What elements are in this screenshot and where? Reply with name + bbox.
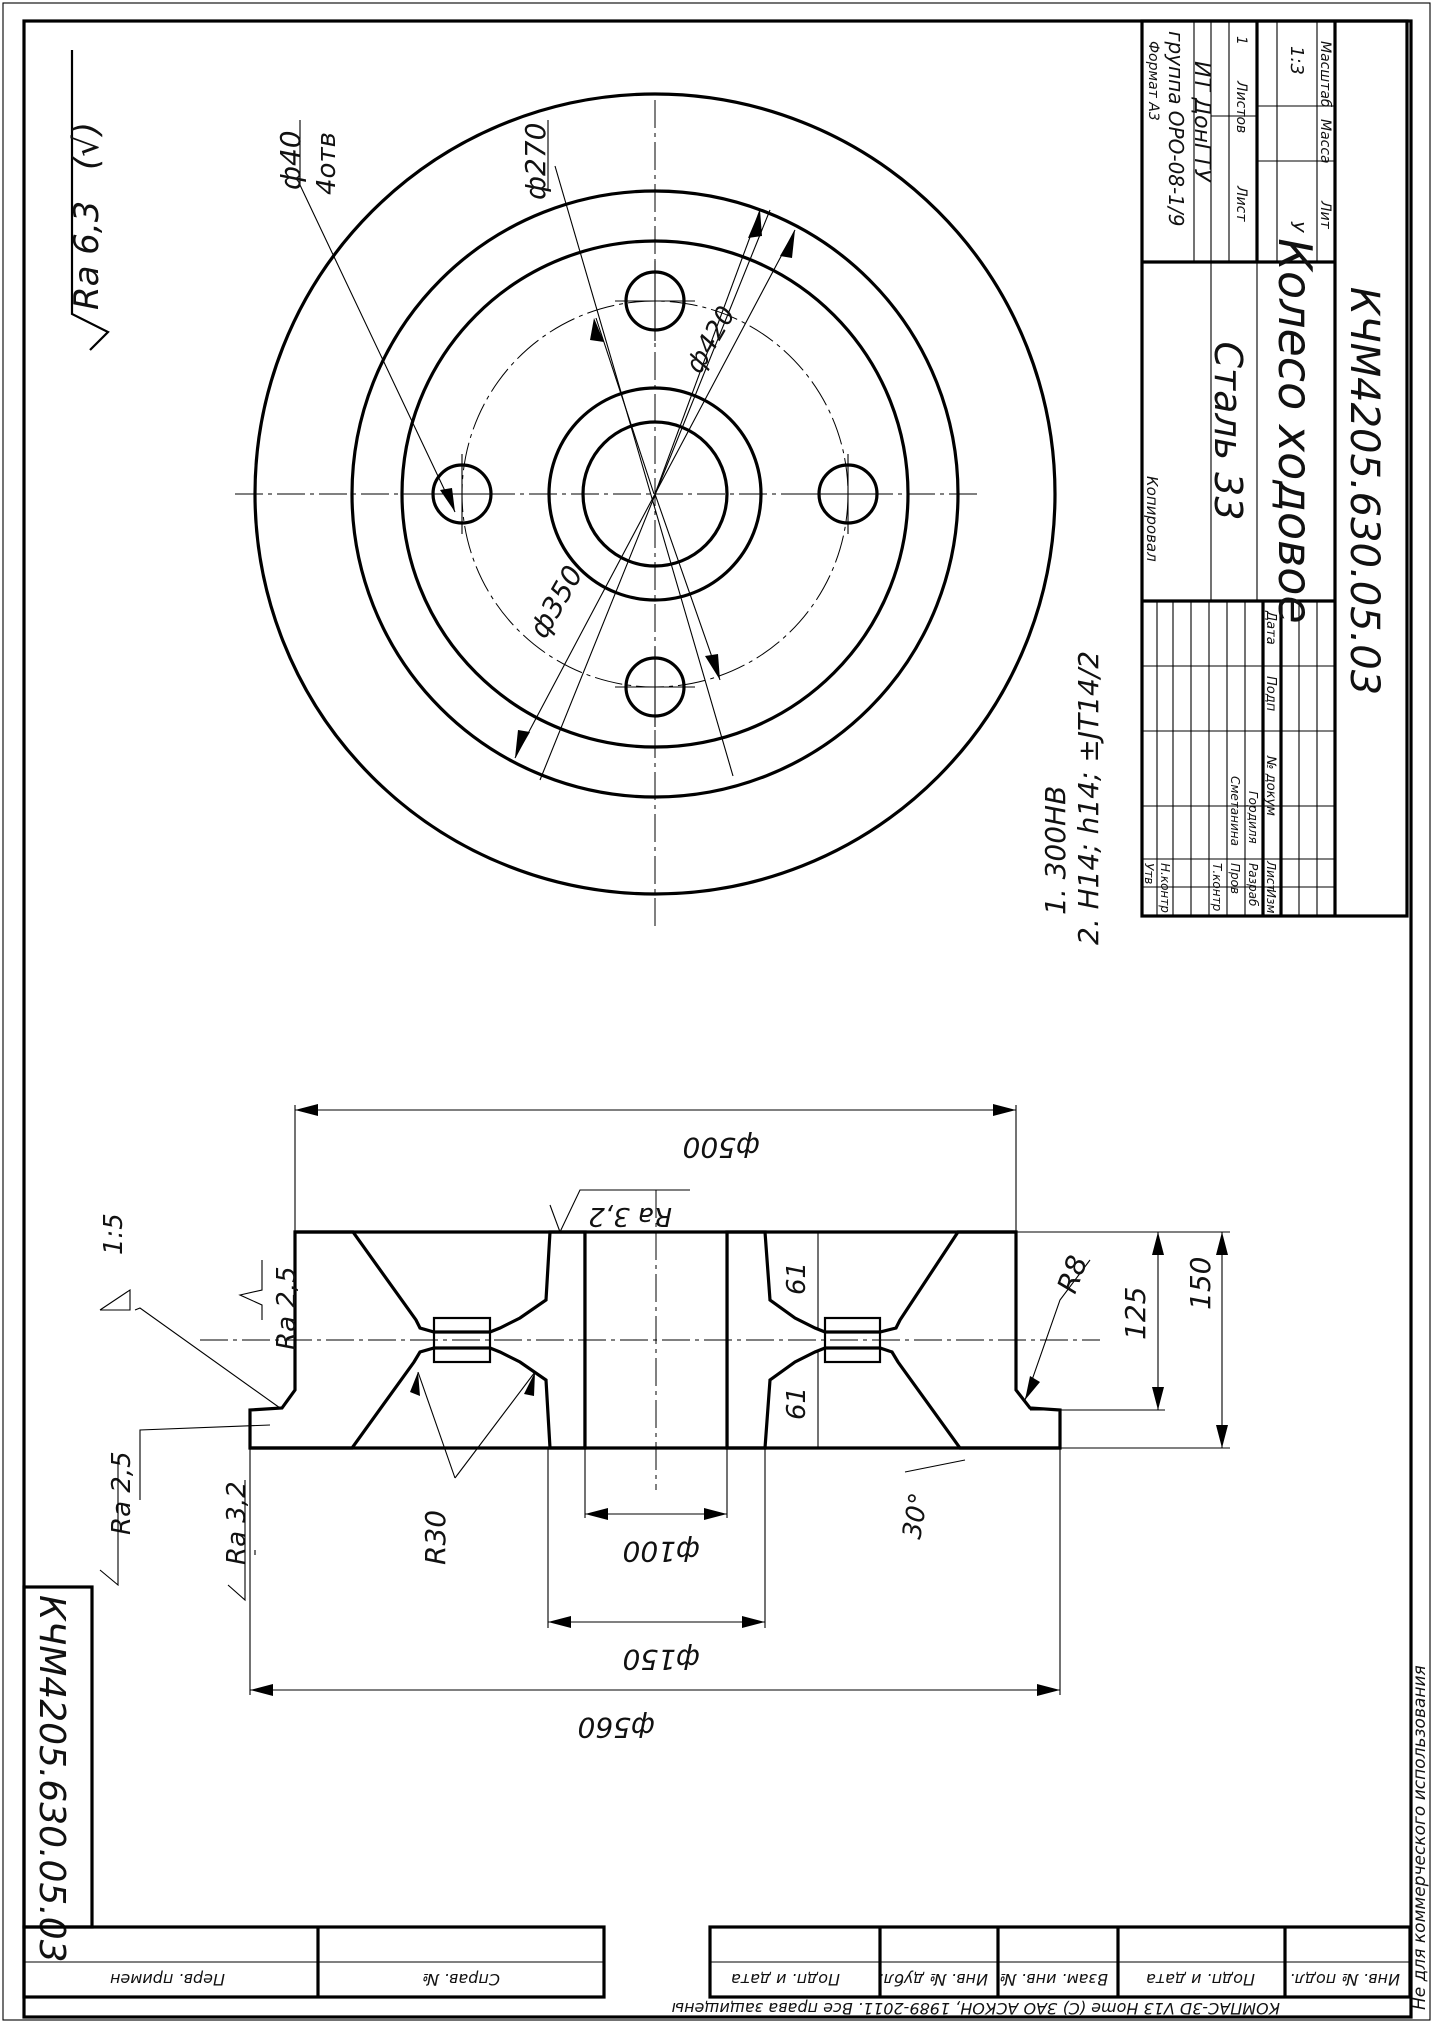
tb-org-1: ИТ ДонГТУ (1189, 61, 1214, 184)
strip-podp-data-2: Подп. и дата (1146, 1970, 1255, 1989)
footer-noncommercial: Не для коммерческого использования (1410, 1665, 1430, 2010)
tb-col-doc: № докум (1263, 755, 1278, 816)
strip-inv-podl: Инв. № подл. (1290, 1970, 1400, 1989)
dim-holes-count: 4отв (312, 132, 342, 195)
tb-org-2: группа ОРО-08-1/9 (1164, 31, 1188, 226)
tb-sheet-label: Лист (1233, 185, 1249, 222)
strip-inv-dubl: Инв. № дубл. (879, 1970, 988, 1989)
tb-sheets-label: Листов (1233, 80, 1249, 133)
ra25-upper: Ra 2,5 (272, 1266, 302, 1350)
dim-w61-top: 61 (782, 1262, 812, 1295)
strip-perv-primen: Перв. примен (110, 1970, 225, 1989)
tb-part-name: Колесо ходовое (1268, 238, 1322, 623)
tb-col-izm: Изм (1264, 889, 1278, 913)
dim-d420: ф420 (680, 301, 742, 378)
tb-sheets-value: 1 (1233, 36, 1249, 45)
bottom-strip: Перв. примен Справ. № Подп. и дата Инв. … (22, 1925, 1412, 1999)
tb-head-scale: Масштаб (1317, 41, 1333, 108)
technical-notes: 1. 300HB 2. H14; h14; ±JT14/2 (1039, 651, 1105, 945)
circle-hub (547, 386, 763, 602)
tb-scale-value: 1:3 (1286, 46, 1307, 75)
circle-rim-outer (253, 92, 1057, 896)
strip-podp-data-1: Подп. и дата (731, 1970, 840, 1989)
general-roughness: Ra 6,3 (√) (67, 50, 110, 351)
tb-role-nkontr: Н.контр (1158, 863, 1172, 913)
circle-bore (581, 420, 729, 568)
front-view: ф40 4отв ф270 ф420 ф350 (235, 92, 1057, 930)
tb-col-date: Дата (1263, 610, 1278, 645)
dim-r30: R30 (419, 1510, 452, 1565)
tb-material: Сталь 33 (1206, 341, 1250, 520)
chamfer-ratio: 1:5 (99, 1213, 129, 1255)
tb-col-sign: Подп (1263, 676, 1278, 712)
designation-stamp: КЧМ4205.630.05.03 (22, 1585, 94, 1963)
tb-role-prov: Пров (1228, 863, 1242, 894)
dim-w61-bottom: 61 (782, 1387, 812, 1420)
section-view: ф500 ф100 ф150 ф560 125 150 61 61 R8 R30… (99, 1104, 1230, 1744)
section-half-right (725, 1230, 1062, 1450)
note-hardness: 1. 300HB (1039, 786, 1072, 915)
dim-d350: ф350 (522, 560, 589, 644)
footer-copyright: КОМПАС-3D V13 Home (С) ЗАО АСКОН, 1989-2… (671, 1999, 1280, 2018)
dim-d100: ф100 (623, 1535, 700, 1568)
circle-web (400, 239, 910, 749)
tb-designation: КЧМ4205.630.05.03 (1341, 287, 1387, 695)
dim-d560: ф560 (578, 1711, 655, 1744)
roughness-paren: (√) (67, 122, 107, 170)
circle-tread (350, 189, 960, 799)
dim-h150: 150 (1184, 1257, 1217, 1310)
dim-d270: ф270 (519, 123, 552, 200)
tb-lit-value: У (1286, 221, 1307, 233)
strip-vzam-inv: Взам. инв. № (999, 1970, 1108, 1989)
ra32-top: Ra 3,2 (588, 1201, 672, 1231)
roughness-label: Ra 6,3 (67, 201, 107, 310)
tb-kopiroval: Копировал (1143, 476, 1161, 562)
title-block: КЧМ4205.630.05.03 Колесо ходовое Сталь 3… (1140, 19, 1409, 918)
note-tolerances: 2. H14; h14; ±JT14/2 (1072, 651, 1105, 945)
stamp-designation: КЧМ4205.630.05.03 (31, 1595, 72, 1963)
dim-holes-diameter: ф40 (274, 130, 307, 190)
dim-d150: ф150 (623, 1643, 700, 1676)
dim-r8: R8 (1051, 1251, 1095, 1297)
tb-person-razrab: Гордиля (1246, 791, 1260, 844)
ra32-left: Ra 3,2 (222, 1481, 252, 1565)
tb-format: Формат А3 (1145, 41, 1161, 121)
dim-d500: ф500 (683, 1131, 760, 1164)
tb-head-lit: Лит (1317, 200, 1333, 230)
tb-role-tkontr: Т.контр (1210, 863, 1224, 912)
ra25-lower: Ra 2,5 (107, 1451, 137, 1535)
tb-head-mass: Масса (1317, 119, 1333, 164)
tb-person-prov: Сметанина (1228, 776, 1242, 846)
dim-h125: 125 (1119, 1287, 1152, 1340)
dim-angle-30: 30° (897, 1491, 935, 1542)
tb-col-list: Лист (1264, 860, 1278, 892)
tb-role-razrab: Разраб (1246, 863, 1260, 907)
tb-role-utv: Утв (1142, 863, 1156, 884)
strip-sprav-no: Справ. № (422, 1970, 500, 1989)
drawing-frame (22, 19, 1413, 2019)
